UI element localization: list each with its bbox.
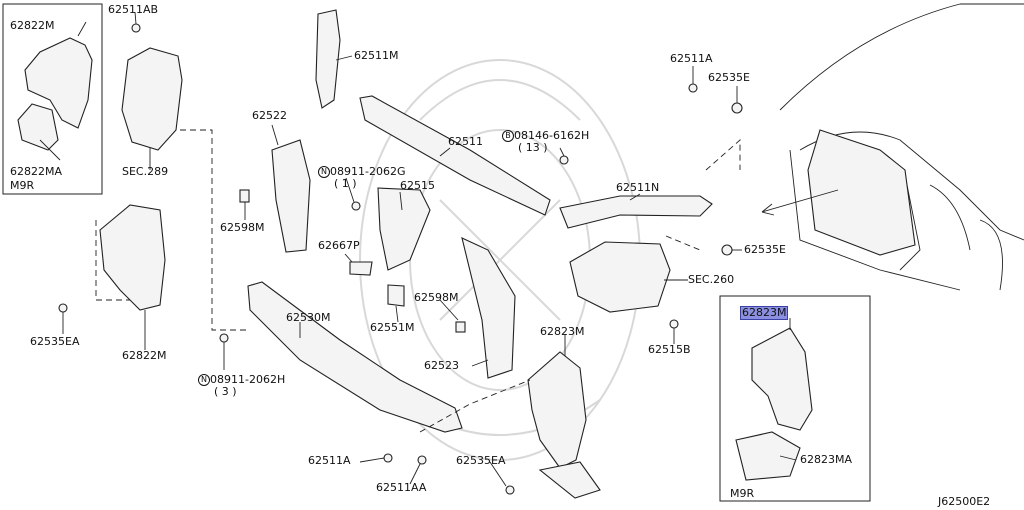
bolt-62511A-top: [688, 83, 698, 93]
member-62511N: [559, 195, 713, 229]
label-62511AA: 62511AA: [376, 481, 427, 494]
label-62511A-bottom: 62511A: [308, 454, 351, 467]
label-nut-h-text: 08911-2062H: [210, 373, 286, 386]
lower-member-62530M: [247, 281, 463, 433]
air-guide-inset-left: [24, 37, 93, 129]
air-guide-seal-inset-right: [735, 431, 801, 481]
air-guide-seal-inset-left: [17, 103, 59, 151]
label-62822M-left: 62822M: [122, 349, 167, 362]
clip-62598M-left: [239, 189, 250, 203]
headlamp: [569, 241, 671, 313]
inset-box-left: [2, 3, 103, 195]
label-62511: 62511: [448, 135, 483, 148]
label-nut-h-qty: ( 3 ): [214, 385, 237, 398]
hood-lock-stay-62511M: [315, 9, 341, 109]
center-bracket-62523: [461, 237, 516, 379]
label-sec260: SEC.260: [688, 273, 735, 286]
label-62515B: 62515B: [648, 343, 691, 356]
bolt-62515B: [669, 319, 679, 329]
leader-lines: [39, 11, 797, 487]
label-sec289: SEC.289: [122, 165, 169, 178]
direction-arrow: [761, 189, 839, 216]
clip-62535E-top: [731, 102, 743, 114]
diagram-code: J62500E2: [938, 495, 991, 508]
air-guide-62823M: [527, 351, 587, 469]
bolt-62511AB: [131, 23, 141, 33]
car-radiator-core: [807, 129, 916, 256]
nut-n-symbol: N: [318, 166, 330, 178]
car-front-outline: [779, 3, 1024, 291]
bolt-b-symbol: B: [502, 130, 514, 142]
label-62515: 62515: [400, 179, 435, 192]
label-inset-left-top: 62822M: [10, 19, 55, 32]
nut-n-symbol-2: N: [198, 374, 210, 386]
label-62511M: 62511M: [354, 49, 399, 62]
label-62823M-mid: 62823M: [540, 325, 585, 338]
bracket-62667P: [349, 261, 373, 276]
label-62823MA: 62823MA: [800, 453, 853, 466]
label-bolt-h-text: 08146-6162H: [514, 129, 590, 142]
label-inset-left-variant: M9R: [10, 179, 35, 192]
label-62667P: 62667P: [318, 239, 360, 252]
clip-62598M-mid: [455, 321, 466, 333]
label-62598M-mid: 62598M: [414, 291, 459, 304]
label-62598M-left: 62598M: [220, 221, 265, 234]
label-nut-g-text: 08911-2062G: [330, 165, 406, 178]
bracket-62515: [377, 187, 431, 271]
clip-62535EA-left: [58, 303, 68, 313]
label-bolt-h-qty: ( 13 ): [518, 141, 548, 154]
label-nut-g-qty: ( 1 ): [334, 177, 357, 190]
label-62535E-mid: 62535E: [744, 243, 786, 256]
nut-08911-2062H: [219, 333, 229, 343]
label-62551M: 62551M: [370, 321, 415, 334]
label-62530M: 62530M: [286, 311, 331, 324]
label-62535EA-bottom: 62535EA: [456, 454, 506, 467]
label-62823M-inset-highlighted[interactable]: 62823M: [740, 306, 789, 320]
label-62535EA-left: 62535EA: [30, 335, 80, 348]
label-62511AB: 62511AB: [108, 3, 159, 16]
dashed-link-bottom: [419, 379, 531, 433]
dashed-link-left-1: [180, 129, 250, 331]
bolt-08146-6162H: [559, 155, 569, 165]
label-62523: 62523: [424, 359, 459, 372]
bolt-62511A-bottom: [383, 453, 393, 463]
air-guide-inset-right: [751, 327, 813, 431]
label-62535E-top: 62535E: [708, 71, 750, 84]
label-inset-right-variant: M9R: [730, 487, 755, 500]
label-62511N: 62511N: [616, 181, 660, 194]
washer-tank: [121, 47, 183, 151]
bracket-62551M: [387, 284, 405, 307]
label-62511A-top: 62511A: [670, 52, 713, 65]
air-guide-left: [99, 204, 166, 311]
inset-box-right: [719, 295, 871, 502]
dashed-link-left-2: [95, 220, 130, 301]
upper-member-62511: [359, 95, 551, 216]
label-62522: 62522: [252, 109, 287, 122]
dashed-link-right-1: [665, 139, 741, 251]
nut-08911-2062G: [351, 201, 361, 211]
side-bracket-62522: [271, 139, 311, 253]
label-inset-left-bottom: 62822MA: [10, 165, 63, 178]
clip-62535EA-bottom: [505, 485, 515, 495]
clip-62511AA: [417, 455, 427, 465]
clip-62535E-mid: [721, 244, 733, 256]
air-guide-lower-62823M: [538, 461, 601, 499]
